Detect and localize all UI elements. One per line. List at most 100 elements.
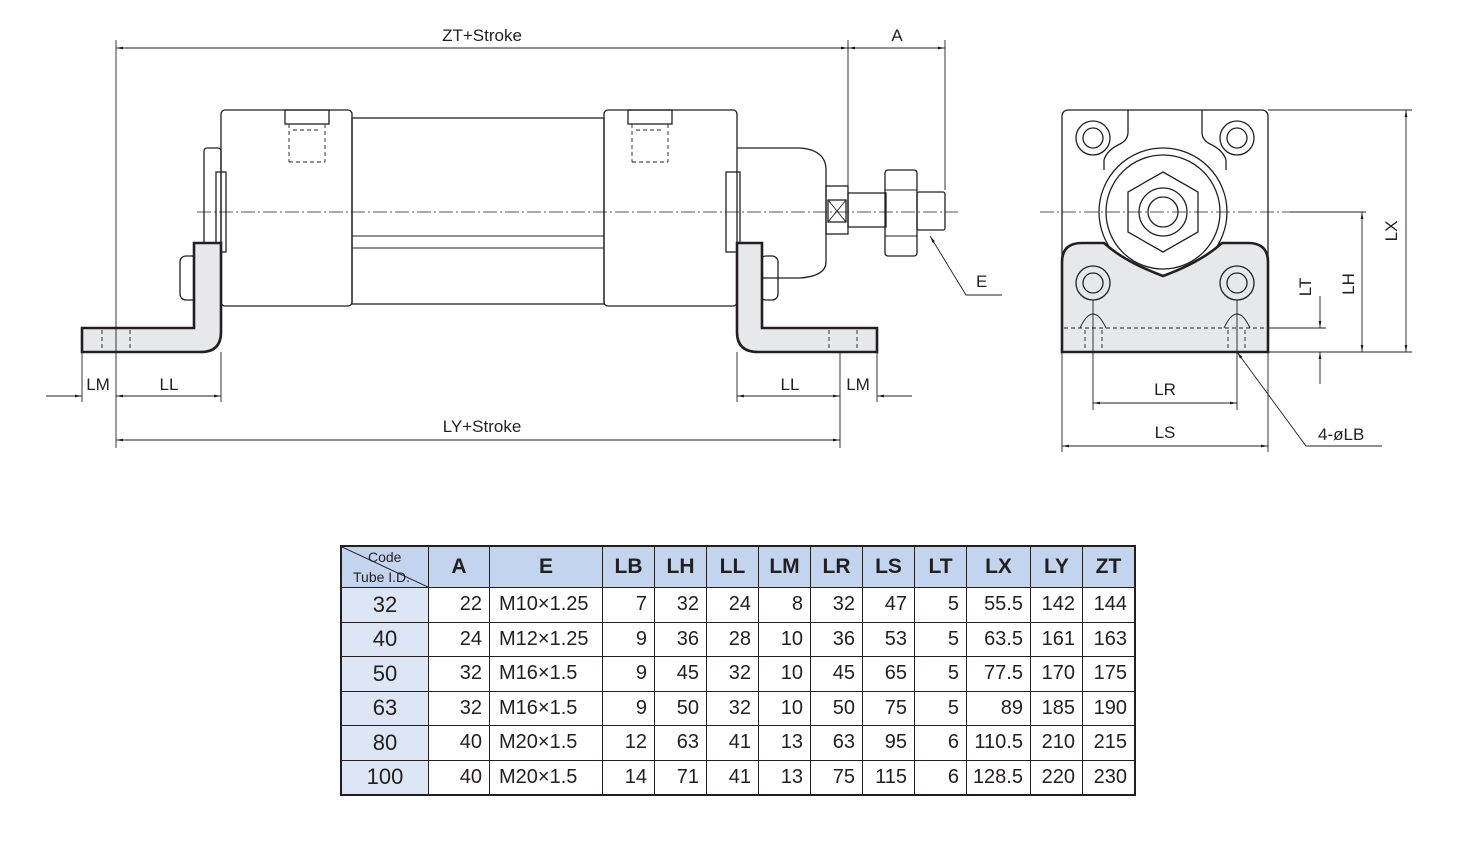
table-cell: 12: [602, 725, 655, 761]
table-cell: 128.5: [966, 759, 1031, 796]
table-cell: 190: [1082, 690, 1136, 726]
table-cell: M20×1.5: [489, 759, 603, 796]
table-cell: 142: [1030, 587, 1083, 623]
table-cell: 63.5: [966, 621, 1031, 657]
corner-header: Code Tube I.D.: [340, 545, 429, 588]
table-cell: 5: [914, 587, 967, 623]
col-header: LR: [810, 545, 863, 588]
table-cell: 13: [758, 759, 811, 796]
table-cell: 63: [810, 725, 863, 761]
lm-right-label: LM: [846, 375, 870, 394]
table-cell: 215: [1082, 725, 1136, 761]
table-cell: 47: [862, 587, 915, 623]
table-cell: 161: [1030, 621, 1083, 657]
lm-left-label: LM: [86, 375, 110, 394]
e-label: E: [976, 272, 987, 291]
table-cell: 89: [966, 690, 1031, 726]
lx-label: LX: [1382, 221, 1401, 242]
table-cell: 45: [810, 656, 863, 692]
table-cell: 144: [1082, 587, 1136, 623]
table-cell: 77.5: [966, 656, 1031, 692]
table-cell: 9: [602, 656, 655, 692]
table-cell: 185: [1030, 690, 1083, 726]
table-cell: 55.5: [966, 587, 1031, 623]
col-header: LM: [758, 545, 811, 588]
lr-label: LR: [1154, 380, 1176, 399]
table-cell: M12×1.25: [489, 621, 603, 657]
table-cell: 110.5: [966, 725, 1031, 761]
table-cell: 9: [602, 690, 655, 726]
tube-id-cell: 50: [340, 656, 429, 692]
corner-tube-label: Tube I.D.: [353, 569, 411, 585]
table-cell: M16×1.5: [489, 690, 603, 726]
table-cell: 6: [914, 759, 967, 796]
a-label: A: [891, 26, 903, 45]
table-cell: 32: [428, 656, 490, 692]
end-view: LX LH LT LR LS 4-øLB: [1040, 109, 1412, 452]
table-cell: 175: [1082, 656, 1136, 692]
col-header: LX: [966, 545, 1031, 588]
ll-right-label: LL: [781, 375, 800, 394]
table-cell: 10: [758, 656, 811, 692]
col-header: LB: [602, 545, 655, 588]
table-cell: 32: [706, 690, 759, 726]
table-cell: 71: [654, 759, 707, 796]
table-cell: 53: [862, 621, 915, 657]
table-cell: 5: [914, 690, 967, 726]
tube-id-cell: 80: [340, 725, 429, 761]
table-cell: M20×1.5: [489, 725, 603, 761]
table-cell: 41: [706, 725, 759, 761]
tube-id-cell: 100: [340, 759, 429, 796]
table-cell: 210: [1030, 725, 1083, 761]
tube-id-cell: 63: [340, 690, 429, 726]
table-cell: 40: [428, 725, 490, 761]
ly-stroke-label: LY+Stroke: [443, 417, 522, 436]
table-cell: 63: [654, 725, 707, 761]
col-header: LT: [914, 545, 967, 588]
table-cell: 170: [1030, 656, 1083, 692]
table-cell: 13: [758, 725, 811, 761]
table-cell: 36: [810, 621, 863, 657]
table-cell: 32: [706, 656, 759, 692]
table-cell: 230: [1082, 759, 1136, 796]
dimension-table: Code Tube I.D. A E LB LH LL LM LR LS LT …: [340, 545, 1136, 796]
col-header: LY: [1030, 545, 1083, 588]
table-cell: 75: [810, 759, 863, 796]
table-header-row: Code Tube I.D. A E LB LH LL LM LR LS LT …: [340, 545, 1136, 588]
table-cell: 41: [706, 759, 759, 796]
table-cell: 40: [428, 759, 490, 796]
table-cell: 7: [602, 587, 655, 623]
tube-id-cell: 32: [340, 587, 429, 623]
table-cell: 115: [862, 759, 915, 796]
table-cell: 32: [428, 690, 490, 726]
table-cell: 75: [862, 690, 915, 726]
lt-label: LT: [1296, 278, 1315, 297]
table-cell: 220: [1030, 759, 1083, 796]
table-cell: 32: [654, 587, 707, 623]
table-cell: 24: [428, 621, 490, 657]
table-cell: 36: [654, 621, 707, 657]
corner-code-label: Code: [368, 549, 402, 565]
table-cell: 6: [914, 725, 967, 761]
table-cell: 5: [914, 621, 967, 657]
foot-mount-cylinder-drawing: ZT+Stroke A E LM LL LL LM LY+Stroke: [46, 26, 1412, 452]
tube-id-cell: 40: [340, 621, 429, 657]
table-cell: M10×1.25: [489, 587, 603, 623]
table-cell: 50: [654, 690, 707, 726]
table-cell: 28: [706, 621, 759, 657]
table-cell: 24: [706, 587, 759, 623]
table-cell: 163: [1082, 621, 1136, 657]
table-cell: 45: [654, 656, 707, 692]
table-cell: 10: [758, 621, 811, 657]
col-header: ZT: [1082, 545, 1136, 588]
ll-left-label: LL: [160, 375, 179, 394]
col-header: E: [489, 545, 603, 588]
lb-label: 4-øLB: [1318, 425, 1364, 444]
table-cell: 50: [810, 690, 863, 726]
